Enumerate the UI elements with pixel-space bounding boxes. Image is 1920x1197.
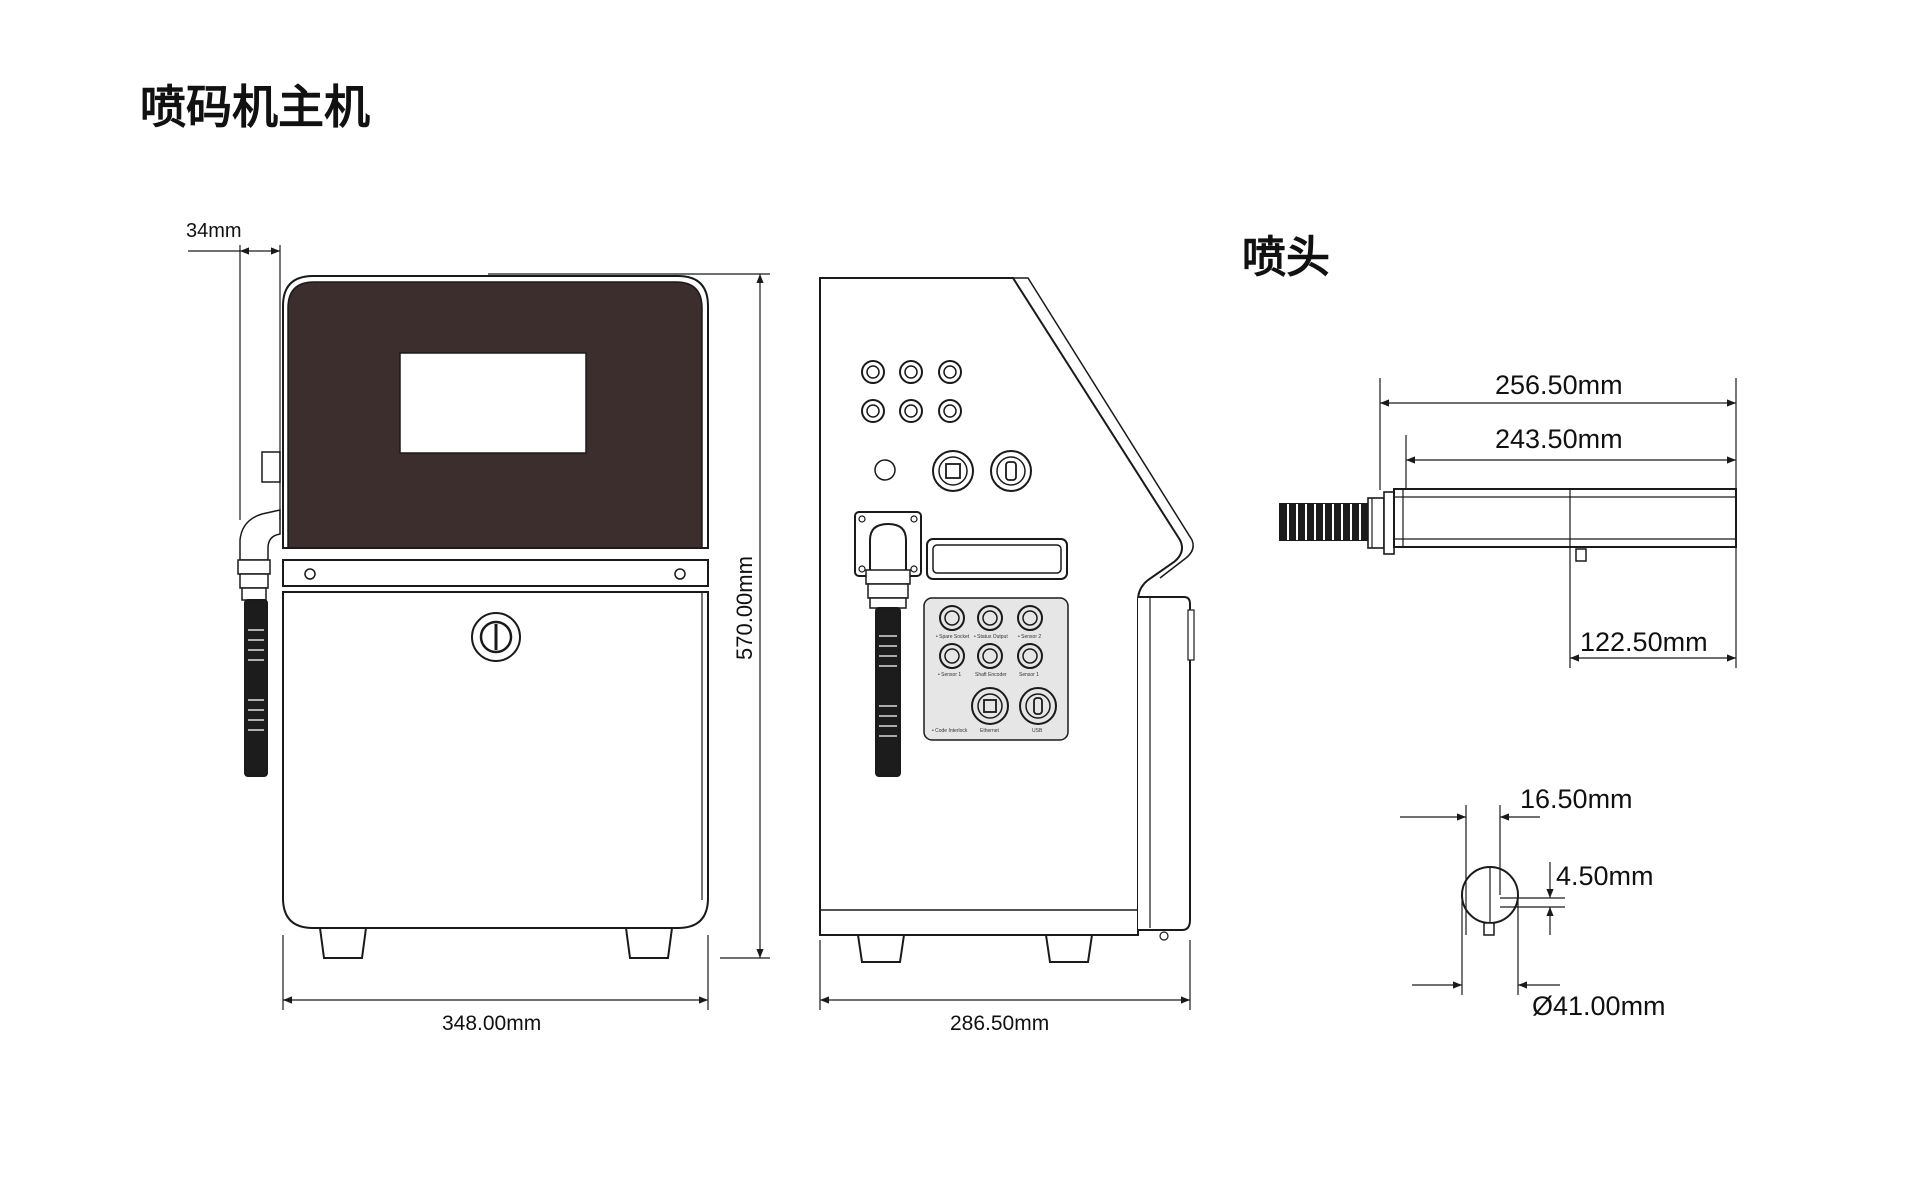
panel-connectors bbox=[939, 605, 1057, 725]
side-view bbox=[819, 277, 1195, 963]
sensor-2-connector[interactable] bbox=[1017, 605, 1043, 631]
front-cable bbox=[244, 599, 268, 777]
dim-height: 570.00mm bbox=[732, 556, 757, 660]
dim-side-offset: 34mm bbox=[186, 220, 242, 242]
sensor-1a-connector[interactable] bbox=[939, 643, 965, 669]
ethernet-port-top[interactable] bbox=[932, 450, 974, 492]
label-status-output: • Status Output bbox=[974, 634, 1008, 640]
dim-nozzle-total-length: 256.50mm bbox=[1495, 370, 1623, 400]
dim-nozzle-outlet-offset: 122.50mm bbox=[1580, 627, 1708, 657]
dim-side-depth: 286.50mm bbox=[950, 1012, 1049, 1035]
nozzle-title: 喷头 bbox=[1242, 232, 1330, 283]
dim-nozzle-diameter: Ø41.00mm bbox=[1532, 991, 1666, 1021]
label-ethernet: Ethernet bbox=[980, 728, 1000, 734]
top-button-4[interactable] bbox=[861, 399, 885, 423]
top-button-2[interactable] bbox=[899, 360, 923, 384]
nozzle-end-view bbox=[1461, 866, 1519, 936]
front-body bbox=[282, 591, 709, 929]
side-door bbox=[1138, 596, 1191, 931]
front-elbow-connector bbox=[239, 509, 281, 561]
shaft-encoder-connector[interactable] bbox=[977, 643, 1003, 669]
label-code-interlock: • Code Interlock bbox=[932, 728, 968, 734]
top-button-6[interactable] bbox=[938, 399, 962, 423]
top-button-3[interactable] bbox=[938, 360, 962, 384]
front-view bbox=[237, 275, 709, 959]
dim-nozzle-body-length: 243.50mm bbox=[1495, 424, 1623, 454]
dim-nozzle-width-end: 16.50mm bbox=[1520, 784, 1633, 814]
side-cable bbox=[875, 607, 901, 777]
sensor-1b-connector[interactable] bbox=[1017, 643, 1043, 669]
front-band bbox=[282, 559, 709, 587]
indicator-light bbox=[874, 459, 896, 481]
front-dimensions bbox=[188, 245, 770, 1010]
label-spare-socket: • Spare Socket bbox=[936, 634, 970, 640]
side-top-buttons bbox=[861, 360, 962, 423]
side-button bbox=[261, 451, 281, 483]
top-button-1[interactable] bbox=[861, 360, 885, 384]
label-shaft-encoder: Shaft Encoder bbox=[975, 672, 1007, 678]
nozzle-end-outlet bbox=[1483, 922, 1495, 936]
front-left-foot bbox=[319, 927, 367, 959]
label-sensor-1a: • Sensor 1 bbox=[938, 672, 961, 678]
nozzle-outlet bbox=[1575, 548, 1587, 562]
side-dimensions bbox=[819, 940, 1191, 1010]
nozzle-body bbox=[1393, 488, 1737, 548]
display-window bbox=[399, 352, 587, 454]
label-sensor-2: • Sensor 2 bbox=[1018, 634, 1041, 640]
nozzle-end-dimensions bbox=[1400, 805, 1565, 995]
nozzle-side-dimensions bbox=[1379, 378, 1737, 668]
top-button-5[interactable] bbox=[899, 399, 923, 423]
usb-port-top[interactable] bbox=[990, 450, 1032, 492]
dim-nozzle-outlet-height: 4.50mm bbox=[1556, 861, 1654, 891]
label-usb: USB bbox=[1032, 728, 1043, 734]
spare-socket-connector[interactable] bbox=[939, 605, 965, 631]
side-right-foot bbox=[1045, 934, 1093, 963]
front-right-foot bbox=[625, 927, 673, 959]
dim-front-width: 348.00mm bbox=[442, 1012, 541, 1035]
status-output-connector[interactable] bbox=[977, 605, 1003, 631]
label-sensor-1b: Sensor 1 bbox=[1019, 672, 1039, 678]
nozzle-side-view bbox=[1279, 488, 1737, 562]
main-unit-title: 喷码机主机 bbox=[140, 80, 370, 134]
side-left-foot bbox=[857, 934, 905, 963]
side-handle[interactable] bbox=[926, 538, 1068, 580]
